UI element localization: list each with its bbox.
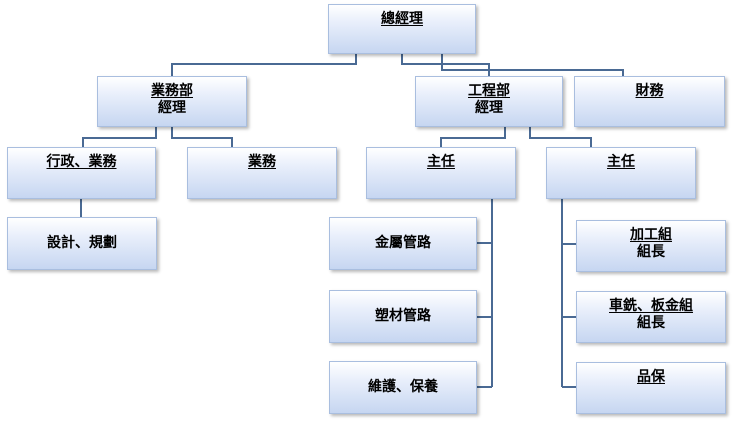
node-supervisor-right-label: 主任 [607, 154, 635, 170]
node-supervisor-left: 主任 [366, 147, 516, 199]
connector-eng-supervisor-right [529, 127, 592, 147]
node-finance-label: 財務 [635, 83, 664, 99]
node-supervisor-left-label: 主任 [427, 154, 455, 170]
node-milling-sheetmetal-group-title: 組長 [637, 315, 665, 331]
node-engineering-dept: 工程部 經理 [415, 76, 563, 127]
connector-sales-sales [171, 127, 233, 147]
node-processing-group-label: 加工組 [630, 227, 672, 243]
node-milling-sheetmetal-group-label: 車銑、板金組 [609, 298, 693, 314]
node-design-planning-label: 設計、規劃 [47, 235, 117, 251]
node-metal-piping: 金屬管路 [329, 217, 477, 270]
node-plastic-piping-label: 塑材管路 [375, 308, 431, 324]
node-sales-dept: 業務部 經理 [97, 76, 247, 127]
node-milling-sheetmetal-group: 車銑、板金組 組長 [576, 291, 726, 343]
node-admin-sales: 行政、業務 [7, 147, 156, 199]
connector-eng-supervisor-left [440, 127, 506, 147]
node-sales-label: 業務 [248, 154, 276, 170]
node-sales-dept-label: 業務部 [151, 83, 193, 99]
node-finance: 財務 [574, 76, 725, 127]
node-processing-group: 加工組 組長 [576, 220, 726, 272]
node-sales: 業務 [187, 147, 337, 199]
node-general-manager: 總經理 [328, 4, 476, 54]
connector-sales-admin [82, 127, 157, 147]
node-design-planning: 設計、規劃 [7, 217, 157, 270]
node-plastic-piping: 塑材管路 [329, 290, 477, 343]
node-processing-group-title: 組長 [637, 244, 665, 260]
node-engineering-dept-label: 工程部 [468, 83, 510, 99]
node-metal-piping-label: 金屬管路 [375, 235, 431, 251]
connector-gm-engineering [401, 54, 490, 76]
node-maintenance: 維護、保養 [329, 361, 477, 414]
node-sales-dept-title: 經理 [158, 100, 186, 116]
node-engineering-dept-title: 經理 [475, 100, 503, 116]
node-maintenance-label: 維護、保養 [368, 379, 438, 395]
node-quality-assurance-label: 品保 [637, 369, 665, 385]
node-general-manager-label: 總經理 [381, 11, 423, 27]
connector-gm-finance [441, 54, 624, 76]
node-admin-sales-label: 行政、業務 [46, 154, 117, 170]
node-supervisor-right: 主任 [546, 147, 696, 199]
node-quality-assurance: 品保 [576, 362, 726, 414]
connector-gm-sales [171, 54, 357, 76]
